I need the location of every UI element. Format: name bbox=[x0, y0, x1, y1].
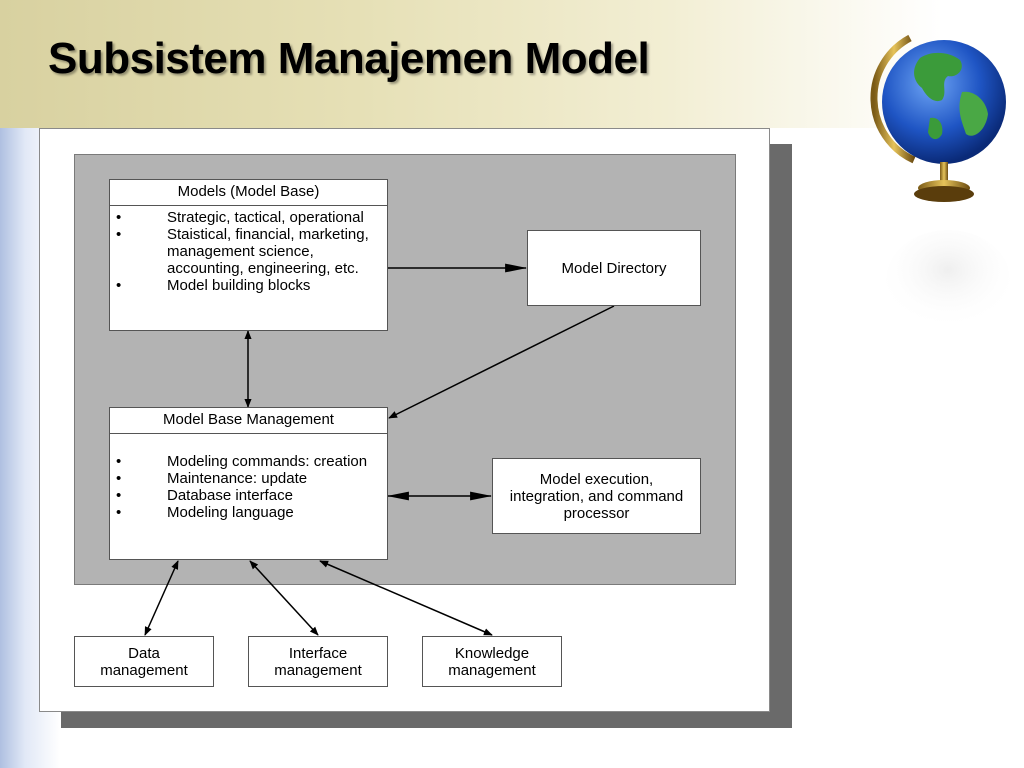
model-base-management-title: Model Base Management bbox=[110, 408, 387, 434]
list-item: •Strategic, tactical, operational bbox=[116, 209, 364, 226]
list-item: •Modeling commands: creation bbox=[116, 453, 368, 470]
list-item: •Model building blocks bbox=[116, 277, 311, 294]
arrow-mbm-knowledge bbox=[319, 560, 493, 636]
model-directory-label: Model Directory bbox=[561, 259, 667, 277]
interface-management-box: Interface management bbox=[248, 636, 388, 687]
knowledge-management-box: Knowledge management bbox=[422, 636, 562, 687]
title-band bbox=[0, 0, 1024, 128]
model-base-title: Models (Model Base) bbox=[110, 180, 387, 206]
knowledge-management-label: Knowledge management bbox=[448, 644, 536, 679]
arrow-mbm-interface bbox=[249, 560, 319, 636]
arrow-mbm-data bbox=[144, 560, 179, 636]
list-item: •Staistical, financial, marketing, manag… bbox=[116, 226, 369, 277]
list-item: •Modeling language bbox=[116, 504, 294, 521]
model-execution-box: Model execution, integration, and comman… bbox=[492, 458, 701, 534]
interface-management-label: Interface management bbox=[274, 644, 362, 679]
arrow-directory-to-mbm bbox=[388, 305, 615, 419]
model-base-management-box: Model Base Management •Modeling commands… bbox=[109, 407, 388, 560]
list-item: •Database interface bbox=[116, 487, 293, 504]
list-item: •Maintenance: update bbox=[116, 470, 308, 487]
data-management-box: Data management bbox=[74, 636, 214, 687]
model-execution-label: Model execution, integration, and comman… bbox=[509, 470, 684, 522]
model-directory-box: Model Directory bbox=[527, 230, 701, 306]
globe-icon bbox=[870, 34, 1010, 330]
data-management-label: Data management bbox=[100, 644, 188, 679]
slide-title: Subsistem Manajemen Model bbox=[48, 34, 650, 83]
model-base-box: Models (Model Base) •Strategic, tactical… bbox=[109, 179, 388, 331]
